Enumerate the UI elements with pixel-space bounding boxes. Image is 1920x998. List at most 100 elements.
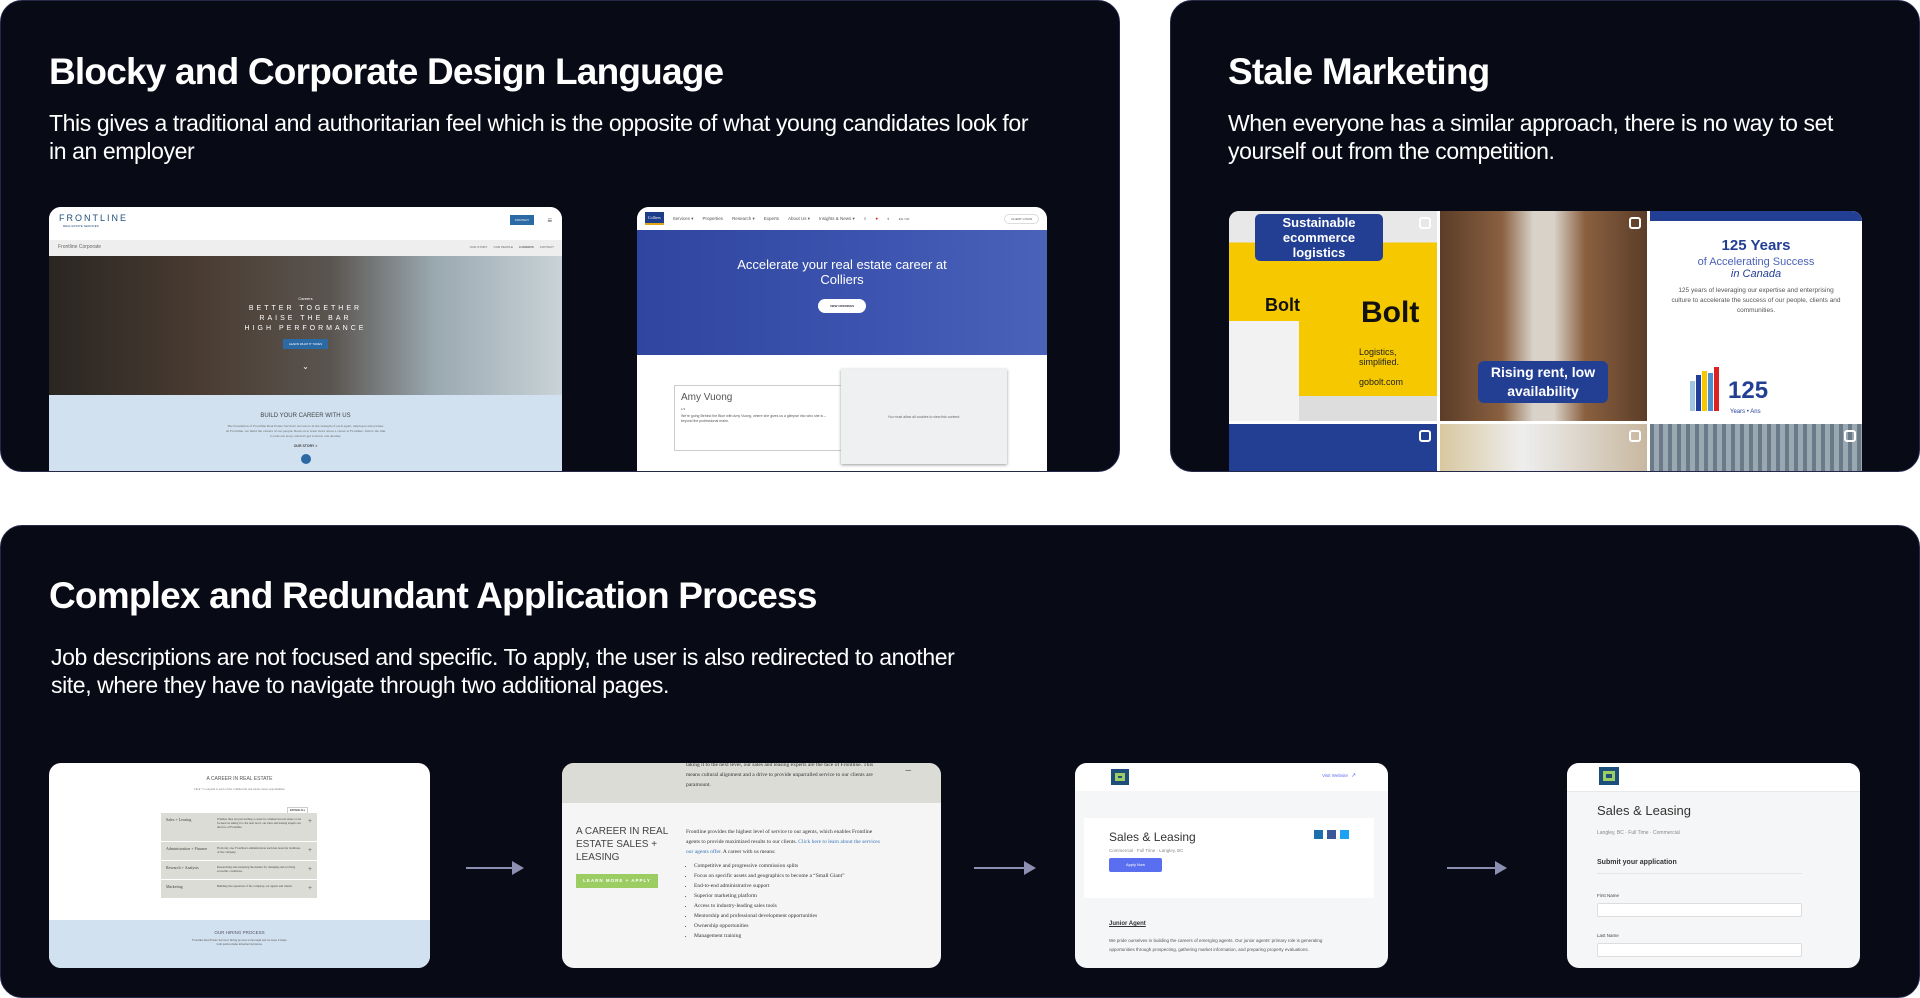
expanded-row: taking it to the next level, our sales a… <box>562 763 941 803</box>
job-meta: Commercial · Full Time · Langley, BC <box>1109 848 1184 853</box>
intro-end: A career with us means: <box>721 849 776 855</box>
chevron-down-icon[interactable]: ⌄ <box>302 362 309 371</box>
search-icon[interactable]: ⌕ <box>863 216 867 221</box>
facebook-icon[interactable] <box>1327 830 1336 839</box>
language-toggle[interactable]: EN / FR <box>898 216 910 221</box>
benefit-item: Focus on specific assets and geographics… <box>694 871 886 881</box>
services-link[interactable]: Click here to learn about the services o… <box>686 839 880 855</box>
first-name-label: First Name <box>1597 893 1620 898</box>
section-title: Stale Marketing <box>1228 51 1490 92</box>
apply-now-button[interactable]: Apply Now <box>1109 858 1162 872</box>
frontline-logo-icon <box>1111 769 1129 785</box>
post-caption: Rising rent, low availability <box>1478 361 1608 403</box>
warehouse-post[interactable]: Rising rent, low availability <box>1440 211 1647 421</box>
twitter-icon[interactable] <box>1340 830 1349 839</box>
section-subtitle: This gives a traditional and authoritari… <box>49 110 1029 164</box>
subnav: OUR STORY OUR PEOPLE CAREERS CONTACT <box>470 245 554 249</box>
nav-our-people[interactable]: OUR PEOPLE <box>493 245 514 249</box>
view-openings-button[interactable]: VIEW OPENINGS <box>817 299 867 313</box>
linkedin-icon[interactable] <box>1314 830 1323 839</box>
row-desc: Whether they are just starting a career … <box>217 817 302 829</box>
form-heading: Submit your application <box>1597 859 1802 874</box>
arrow-right-icon <box>466 861 524 875</box>
benefit-item: End-to-end administrative support <box>694 881 886 891</box>
bolt-post[interactable]: Sustainable ecommerce logistics Bolt Bol… <box>1229 211 1437 421</box>
expand-icon[interactable]: + <box>308 884 312 892</box>
arrow-right-icon <box>974 861 1036 875</box>
nav-item[interactable]: About Us ▾ <box>788 215 811 221</box>
scroll-icon[interactable] <box>300 454 311 464</box>
bar-graphic <box>1690 367 1719 411</box>
first-name-input[interactable] <box>1597 903 1802 917</box>
frontline-logo-icon <box>1599 767 1619 785</box>
benefit-item: Mentorship and professional development … <box>694 911 886 921</box>
section-heading: BUILD YOUR CAREER WITH US <box>260 413 351 419</box>
section-subtitle: When everyone has a similar approach, th… <box>1228 110 1833 164</box>
menu-icon[interactable]: ≡ <box>547 216 552 225</box>
bolt-logo: Bolt <box>1265 295 1300 315</box>
contact-button[interactable]: CONTACT <box>509 215 534 225</box>
reel-icon <box>1844 430 1856 442</box>
subnav-title: Frontline Corporate <box>58 244 102 250</box>
collapse-icon[interactable]: – <box>905 765 911 776</box>
crowd-post[interactable] <box>1650 424 1862 471</box>
hero-eyebrow: Careers <box>298 296 313 301</box>
row-text: taking it to the next level, our sales a… <box>686 763 874 788</box>
client-login-button[interactable]: CLIENT LOGIN <box>1004 213 1039 224</box>
job-post-screenshot: Visit Website ↗ Sales & Leasing Commerci… <box>1075 763 1388 968</box>
section-text: The foundation of Frontline Real Estate … <box>225 424 386 438</box>
intro-text: Frontline provides the highest level of … <box>686 829 873 845</box>
anniversary-post[interactable]: 125 Years of Accelerating Success in Can… <box>1650 211 1862 421</box>
benefit-item: Access to industry-leading sales tools <box>694 901 886 911</box>
job-description: We pride ourselves in building the caree… <box>1109 938 1323 952</box>
job-title: Sales & Leasing <box>1109 830 1196 844</box>
panel-blocky-design: Blocky and Corporate Design Language Thi… <box>0 0 1120 472</box>
canada-flag-icon[interactable]: ● <box>875 216 879 221</box>
row-desc: From day one, Frontline's administration… <box>217 846 301 854</box>
nav-contact[interactable]: CONTACT <box>539 245 554 249</box>
nav-careers[interactable]: CAREERS <box>519 245 534 249</box>
arrow-right-icon <box>1447 861 1507 875</box>
section-heading: A CAREER IN REAL ESTATE SALES + LEASING <box>576 826 668 863</box>
nav-item[interactable]: Research ▾ <box>731 215 755 221</box>
profile-card: Amy Vuong 1/4 We're going Behind the Blu… <box>674 385 844 451</box>
nav-item[interactable]: Insights & News ▾ <box>819 215 855 221</box>
our-story-link[interactable]: OUR STORY > <box>293 444 318 448</box>
hiring-text: Frontline Real Estate Services' hiring p… <box>192 938 287 946</box>
learn-more-apply-button[interactable]: LEARN MORE + APPLY <box>576 874 658 888</box>
nav-our-story[interactable]: OUR STORY <box>469 245 488 249</box>
hero-banner: Accelerate your real estate career at Co… <box>637 230 1047 355</box>
bolt-logo-large: Bolt <box>1361 296 1420 329</box>
job-title: Sales & Leasing <box>1597 803 1691 818</box>
blue-post[interactable] <box>1229 424 1437 471</box>
benefit-item: Ownership opportunities <box>694 921 886 931</box>
nav-item[interactable]: Services ▾ <box>672 215 694 221</box>
portrait-post[interactable] <box>1440 424 1647 471</box>
nav-item[interactable]: Experts <box>763 216 779 221</box>
expand-icon[interactable]: + <box>308 865 312 873</box>
anniversary-title: 125 Years <box>1721 237 1791 254</box>
hero-button[interactable]: LEARN WHAT IT TAKES <box>282 339 329 349</box>
external-link-icon[interactable]: ↗ <box>1350 773 1356 779</box>
section-title: Complex and Redundant Application Proces… <box>49 575 817 616</box>
frontline-logo: FRONTLINE <box>59 213 129 223</box>
page-intro: Click + to expand to each of the commerc… <box>193 787 286 791</box>
row-name: Research + Analysis <box>166 865 199 870</box>
cookie-message: You must allow all cookies to view this … <box>887 414 961 419</box>
nav-item[interactable]: Properties <box>702 216 723 221</box>
cookie-placeholder: You must allow all cookies to view this … <box>841 369 1007 464</box>
hero-image: Careers BETTER TOGETHER RAISE THE BAR HI… <box>49 256 562 395</box>
last-name-input[interactable] <box>1597 943 1802 957</box>
anniversary-number: 125 <box>1728 377 1769 404</box>
expand-icon[interactable]: + <box>308 846 312 854</box>
visit-website-link[interactable]: Visit Website <box>1322 773 1348 778</box>
page-title: A CAREER IN REAL ESTATE <box>206 776 273 782</box>
contrast-icon[interactable]: ◐ <box>887 216 890 221</box>
hiring-title: OUR HIRING PROCESS <box>214 930 265 935</box>
expand-icon[interactable]: + <box>308 817 312 825</box>
